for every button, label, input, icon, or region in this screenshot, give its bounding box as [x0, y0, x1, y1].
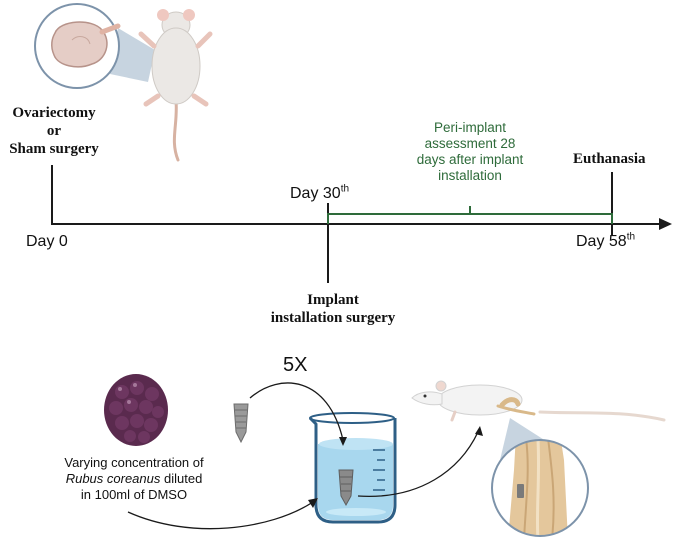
beaker-icon [308, 412, 397, 524]
implant-line2: installation surgery [270, 310, 396, 326]
arrow-heads [308, 426, 483, 508]
repeat-label: 5X [283, 354, 308, 376]
peri-line1: Peri-implant [433, 120, 507, 135]
peri-line3: days after implant [416, 152, 524, 167]
timeline-axis [51, 165, 672, 283]
caption-line1: Varying concentration of [64, 455, 204, 470]
implant-label: Implant installation surgery [258, 291, 408, 327]
day58-label: Day 58th [576, 231, 636, 250]
peri-line4: installation [438, 168, 502, 183]
caption-line2: Rubus coreanus diluted [65, 471, 203, 486]
ovariectomy-label: Ovariectomy or Sham surgery [4, 104, 104, 158]
implant-line1: Implant [307, 292, 359, 308]
ovariectomy-line3: Sham surgery [9, 141, 99, 157]
rubus-berry-icon [104, 374, 168, 446]
rat-icon [411, 380, 666, 422]
caption-line3: in 100ml of DMSO [80, 487, 188, 502]
assessment-bracket [327, 206, 613, 224]
peri-line2: assessment 28 [424, 136, 516, 151]
euthanasia-label: Euthanasia [573, 151, 646, 167]
peri-implant-label: Peri-implant assessment 28 days after im… [400, 120, 540, 184]
day30-label: Day 30th [290, 183, 350, 202]
day0-label: Day 0 [26, 233, 68, 250]
flow-arrows [127, 382, 479, 530]
ovariectomy-line2: or [46, 123, 62, 139]
rubus-caption: Varying concentration of Rubus coreanus … [44, 455, 224, 503]
ovary-icon [34, 3, 155, 89]
mouse-icon [138, 9, 213, 162]
ovariectomy-line1: Ovariectomy [12, 105, 96, 121]
tibia-bone-icon [491, 418, 589, 537]
dental-implant-icon [233, 403, 249, 444]
